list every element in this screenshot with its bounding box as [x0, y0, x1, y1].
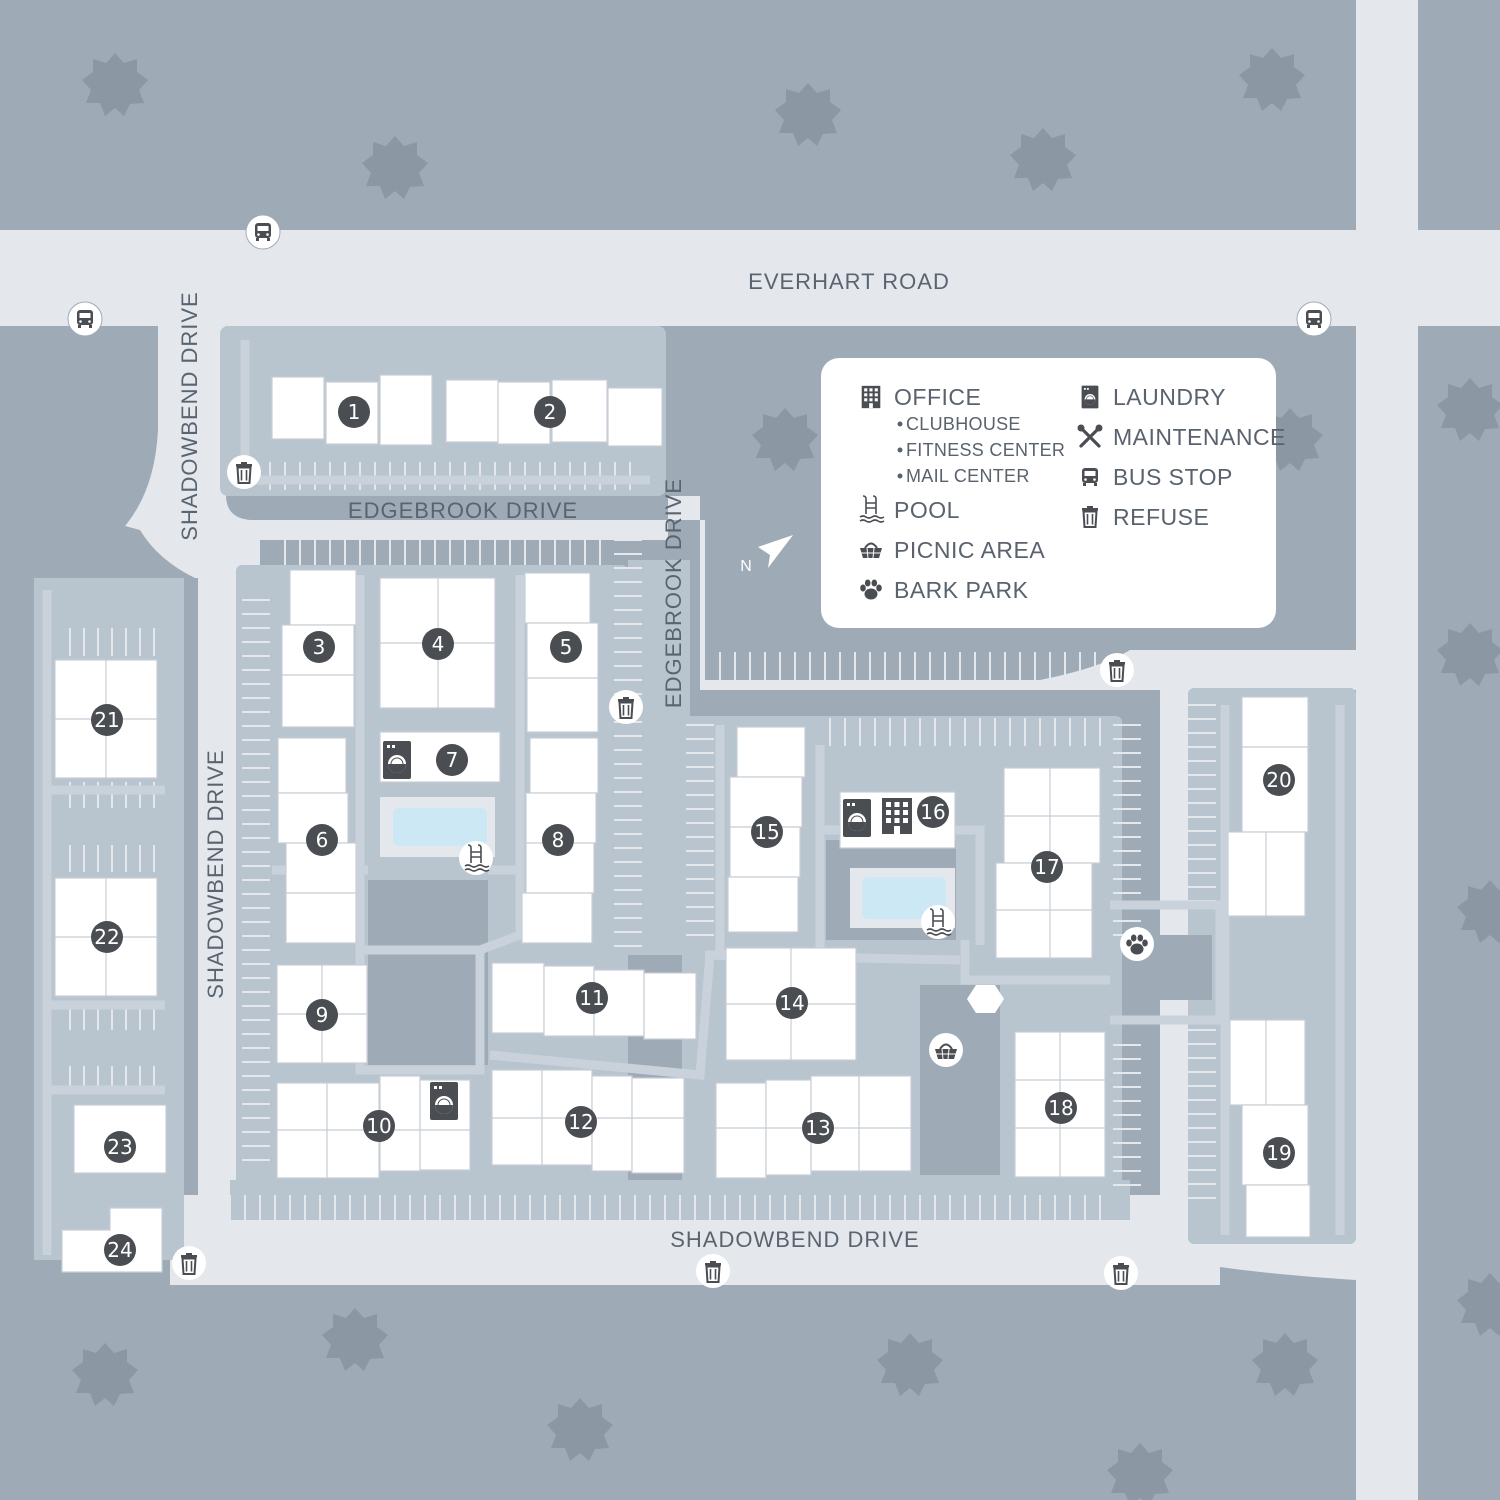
building-8-badge[interactable]: 8 — [542, 824, 574, 856]
building-number: 4 — [432, 632, 445, 656]
building-19-badge[interactable]: 19 — [1263, 1137, 1295, 1169]
map-markers — [67, 214, 1332, 1290]
street-label-everhart: EVERHART ROAD — [748, 269, 950, 294]
building-15-badge[interactable]: 15 — [751, 816, 783, 848]
legend-office-sub: CLUBHOUSE — [906, 414, 1021, 434]
laundry-icon[interactable] — [382, 740, 412, 780]
north-arrow: N — [740, 535, 793, 575]
refuse-marker[interactable] — [172, 1246, 206, 1280]
building-number: 14 — [779, 991, 804, 1015]
building-number: 15 — [754, 820, 779, 844]
building-7-badge[interactable]: 7 — [436, 744, 468, 776]
street-label-shadowbend-top: SHADOWBEND DRIVE — [177, 291, 202, 540]
building-17-badge[interactable]: 17 — [1031, 851, 1063, 883]
refuse-marker[interactable] — [1100, 653, 1134, 687]
building-number: 9 — [316, 1003, 329, 1027]
pool — [862, 877, 946, 919]
pool — [393, 808, 487, 846]
legend: OFFICE CLUBHOUSE FITNESS CENTER MAIL CEN… — [821, 358, 1286, 628]
picnic-marker[interactable] — [929, 1033, 963, 1067]
gazebo — [967, 985, 1004, 1013]
building-number: 1 — [348, 400, 361, 424]
building-1-badge[interactable]: 1 — [338, 396, 370, 428]
office-icon — [861, 385, 881, 409]
legend-office: OFFICE — [894, 384, 981, 410]
building-number: 21 — [94, 708, 119, 732]
pool-marker[interactable] — [921, 905, 955, 939]
building-14-badge[interactable]: 14 — [776, 987, 808, 1019]
bus-stop-marker[interactable] — [1296, 301, 1332, 337]
building-number: 10 — [366, 1114, 391, 1138]
building-number: 13 — [805, 1116, 830, 1140]
building-6-badge[interactable]: 6 — [306, 824, 338, 856]
building-number: 24 — [107, 1238, 132, 1262]
building-number: 16 — [920, 800, 945, 824]
building-24-badge[interactable]: 24 — [104, 1234, 136, 1266]
laundry-icon[interactable] — [429, 1081, 459, 1121]
building-18-badge[interactable]: 18 — [1045, 1092, 1077, 1124]
building-number: 11 — [579, 986, 604, 1010]
building-number: 17 — [1034, 855, 1059, 879]
building-number: 23 — [107, 1135, 132, 1159]
legend-laundry: LAUNDRY — [1113, 384, 1226, 410]
legend-maintenance: MAINTENANCE — [1113, 424, 1286, 450]
street-label-edgebrook-vertical: EDGEBROOK DRIVE — [661, 478, 686, 708]
building-2-badge[interactable]: 2 — [534, 396, 566, 428]
courtyards — [368, 840, 1212, 1175]
legend-office-sub: MAIL CENTER — [906, 466, 1030, 486]
office-icon[interactable] — [882, 798, 912, 834]
building-23-badge[interactable]: 23 — [104, 1131, 136, 1163]
refuse-marker[interactable] — [227, 455, 261, 489]
refuse-marker[interactable] — [1104, 1256, 1138, 1290]
compass-label: N — [740, 558, 752, 575]
legend-bark: BARK PARK — [894, 577, 1029, 603]
building-3-badge[interactable]: 3 — [303, 631, 335, 663]
legend-bus: BUS STOP — [1113, 464, 1233, 490]
street-labels: EVERHART ROAD EDGEBROOK DRIVE EDGEBROOK … — [177, 269, 950, 1252]
building-number: 7 — [446, 748, 459, 772]
legend-refuse: REFUSE — [1113, 504, 1209, 530]
bus-stop-marker[interactable] — [67, 301, 103, 337]
building-number: 2 — [544, 400, 557, 424]
building-22-badge[interactable]: 22 — [91, 921, 123, 953]
laundry-icon — [1081, 385, 1099, 409]
building-number: 12 — [568, 1110, 593, 1134]
street-label-shadowbend-left: SHADOWBEND DRIVE — [203, 749, 228, 998]
building-number: 8 — [552, 828, 565, 852]
building-13-badge[interactable]: 13 — [802, 1112, 834, 1144]
bark-park-marker[interactable] — [1120, 927, 1154, 961]
refuse-marker[interactable] — [696, 1254, 730, 1288]
building-20-badge[interactable]: 20 — [1263, 764, 1295, 796]
street-label-shadowbend-bottom: SHADOWBEND DRIVE — [670, 1227, 919, 1252]
building-5-badge[interactable]: 5 — [550, 631, 582, 663]
building-number: 5 — [560, 635, 573, 659]
building-badges: 1 2 3 4 5 6 7 8 9 10 11 12 13 14 15 16 1… — [91, 396, 1295, 1266]
building-4-badge[interactable]: 4 — [422, 628, 454, 660]
building-number: 22 — [94, 925, 119, 949]
bus-stop-marker[interactable] — [245, 214, 281, 250]
building-11-badge[interactable]: 11 — [576, 982, 608, 1014]
building-number: 6 — [316, 828, 329, 852]
legend-picnic: PICNIC AREA — [894, 537, 1045, 563]
legend-panel — [821, 358, 1276, 628]
building-number: 18 — [1048, 1096, 1073, 1120]
refuse-marker[interactable] — [609, 690, 643, 724]
building-21-badge[interactable]: 21 — [91, 704, 123, 736]
legend-pool: POOL — [894, 497, 960, 523]
building-number: 19 — [1266, 1141, 1291, 1165]
laundry-icon[interactable] — [842, 798, 872, 838]
pool-marker[interactable] — [459, 841, 493, 875]
building-9-badge[interactable]: 9 — [306, 999, 338, 1031]
building-number: 3 — [313, 635, 326, 659]
building-12-badge[interactable]: 12 — [565, 1106, 597, 1138]
pools — [380, 797, 955, 928]
building-16-badge[interactable]: 16 — [917, 796, 949, 828]
street-label-edgebrook-top: EDGEBROOK DRIVE — [348, 498, 578, 523]
legend-office-sub: FITNESS CENTER — [906, 440, 1065, 460]
building-10-badge[interactable]: 10 — [363, 1110, 395, 1142]
building-number: 20 — [1266, 768, 1291, 792]
